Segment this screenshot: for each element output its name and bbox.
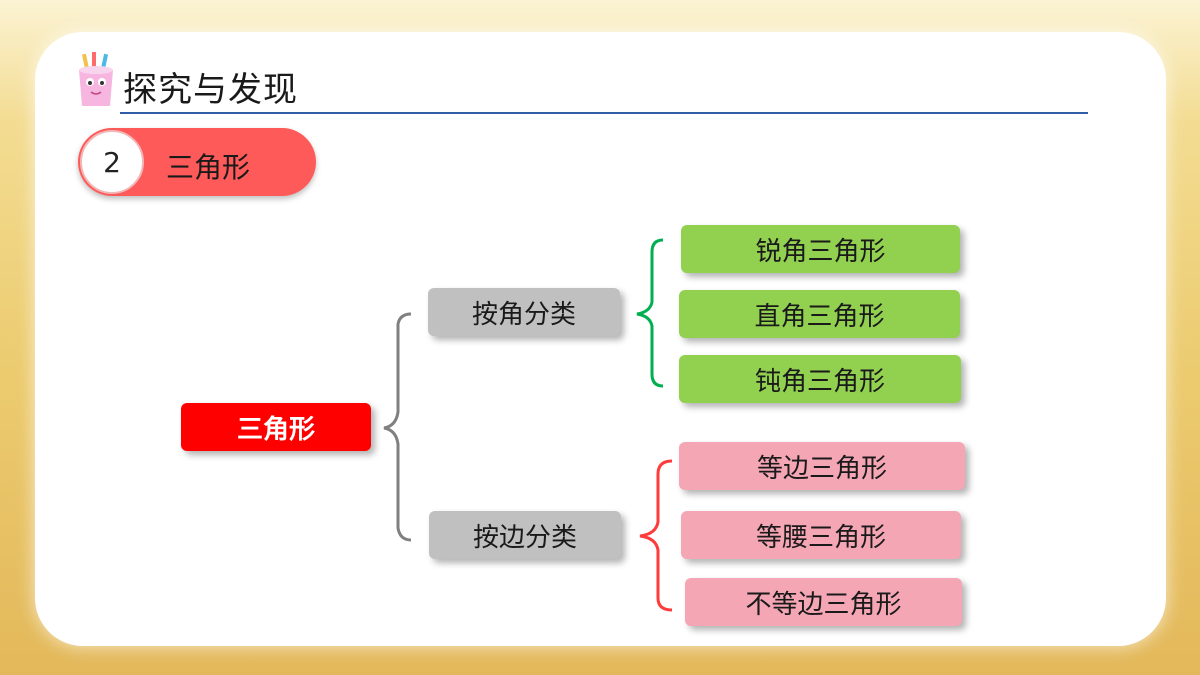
- angle-brace: [636, 238, 664, 388]
- section-label: 三角形: [166, 151, 251, 184]
- pencil-cup-icon: [79, 52, 113, 106]
- root-brace: [383, 312, 412, 542]
- equilateral-triangle-node: 等边三角形: [679, 442, 965, 490]
- side-brace: [639, 459, 673, 612]
- isosceles-triangle-node: 等腰三角形: [681, 511, 961, 559]
- scalene-triangle-node: 不等边三角形: [685, 578, 962, 626]
- section-number-badge: 2: [80, 130, 144, 194]
- category-by-side: 按边分类: [429, 511, 621, 559]
- acute-triangle-node: 锐角三角形: [681, 225, 960, 273]
- page-title: 探究与发现: [123, 70, 298, 110]
- category-by-angle: 按角分类: [428, 288, 620, 336]
- obtuse-triangle-node: 钝角三角形: [679, 355, 961, 403]
- title-divider: [120, 112, 1088, 114]
- right-triangle-node: 直角三角形: [679, 290, 960, 338]
- root-node: 三角形: [181, 403, 371, 451]
